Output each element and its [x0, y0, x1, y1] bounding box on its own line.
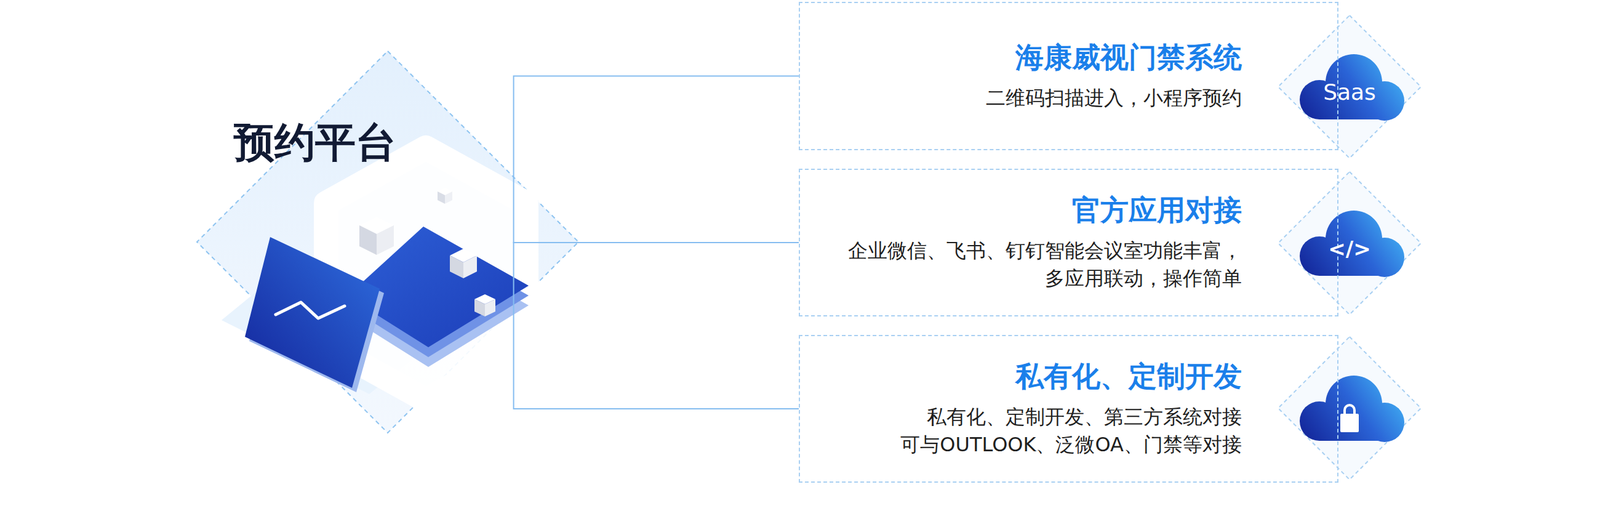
- chart-line: [275, 302, 345, 319]
- option-box: 私有化、定制开发私有化、定制开发、第三方系统对接 可与OUTLOOK、泛微OA、…: [798, 334, 1339, 483]
- box-description: 企业微信、飞书、钉钉智能会议室功能丰富， 多应用联动，操作简单: [838, 236, 1242, 293]
- connector: [513, 241, 799, 409]
- lock-glyph: [1340, 404, 1359, 432]
- connector: [513, 241, 799, 243]
- chart-panel: [244, 236, 380, 388]
- platform-title: 预约平台: [233, 118, 397, 167]
- box-description: 私有化、定制开发、第三方系统对接 可与OUTLOOK、泛微OA、门禁等对接: [871, 403, 1242, 459]
- icon-diamond: [1278, 336, 1421, 480]
- cube: [474, 294, 496, 317]
- icon-diamond: [1278, 15, 1421, 159]
- icon-diamond: [1278, 171, 1421, 315]
- box-title: 官方应用对接: [1072, 192, 1242, 229]
- icon-text: Saas: [1323, 81, 1376, 104]
- platform-diamond: 预约平台: [196, 51, 579, 433]
- cloud-icon: [1299, 375, 1405, 442]
- cloud-icon: [1299, 210, 1405, 277]
- cube: [449, 248, 477, 279]
- connector: [513, 76, 799, 243]
- cloud-icon: [1299, 54, 1405, 121]
- box-title: 海康威视门禁系统: [1015, 40, 1242, 76]
- cube: [437, 187, 453, 204]
- cube: [359, 216, 394, 255]
- box-title: 私有化、定制开发: [1015, 358, 1242, 395]
- option-box: 海康威视门禁系统二维码扫描进入，小程序预约: [798, 1, 1339, 151]
- box-description: 二维码扫描进入，小程序预约: [985, 84, 1242, 112]
- option-box: 官方应用对接企业微信、飞书、钉钉智能会议室功能丰富， 多应用联动，操作简单: [798, 168, 1339, 317]
- icon-text: </>: [1328, 238, 1371, 260]
